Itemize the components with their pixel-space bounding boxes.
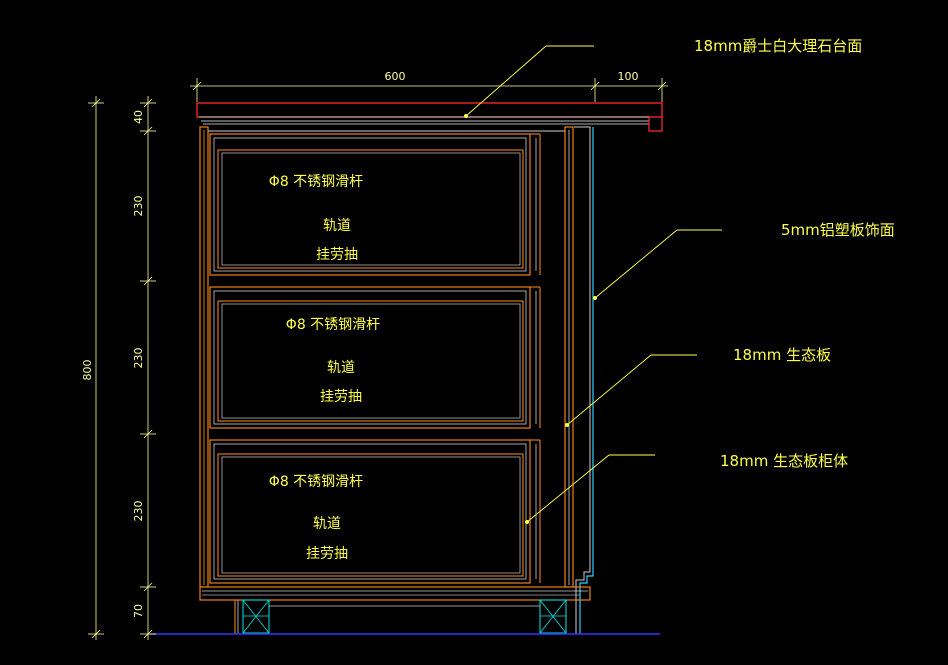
drawer-2 [209, 286, 541, 429]
cabinet-body [199, 126, 594, 634]
top-dimension [190, 78, 668, 102]
annotation-countertop: 18mm爵士白大理石台面 [694, 37, 862, 55]
drawer-3-line2: 轨道 [313, 516, 341, 532]
drawer-3-line3: 挂劳抽 [306, 546, 348, 562]
dim-top-40: 40 [132, 110, 145, 124]
dim-width-600: 600 [385, 70, 406, 83]
drawer-1-line1: Φ8 不锈钢滑杆 [269, 173, 363, 190]
drawer-3 [209, 439, 541, 584]
dim-drawer-1-230: 230 [132, 196, 145, 217]
plinth [234, 599, 567, 634]
annotation-cabinet-body: 18mm 生态板柜体 [720, 452, 848, 470]
drawer-3-line1: Φ8 不锈钢滑杆 [269, 473, 363, 490]
dim-plinth-70: 70 [132, 604, 145, 618]
drawer-2-line1: Φ8 不锈钢滑杆 [286, 316, 380, 333]
drawer-1-line3: 挂劳抽 [316, 247, 358, 263]
leader-lines [465, 45, 722, 523]
dim-drawer-3-230: 230 [132, 501, 145, 522]
left-dimension [88, 96, 156, 640]
drawer-1-line2: 轨道 [323, 218, 351, 234]
leader-dots [464, 114, 597, 524]
dim-overhang-100: 100 [618, 70, 639, 83]
drawer-2-line3: 挂劳抽 [320, 389, 362, 405]
countertop [196, 102, 663, 132]
annotation-eco-board: 18mm 生态板 [733, 346, 831, 364]
dim-drawer-2-230: 230 [132, 348, 145, 369]
drawer-1 [209, 133, 541, 276]
annotation-aluminum-panel: 5mm铝塑板饰面 [781, 221, 895, 239]
dim-height-800: 800 [81, 360, 94, 381]
drawer-2-line2: 轨道 [327, 360, 355, 376]
